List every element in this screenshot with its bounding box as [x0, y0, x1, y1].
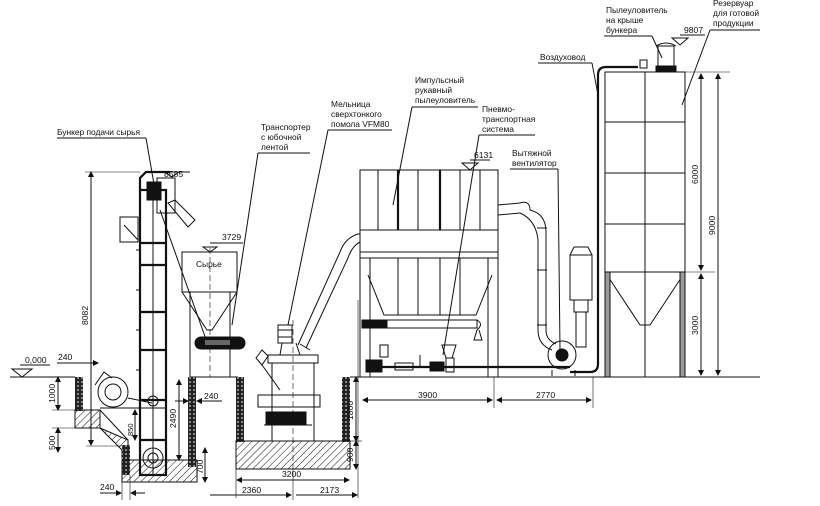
- label-fan-2: вентилятор: [512, 158, 557, 168]
- mill-slab-900: 900: [345, 447, 355, 462]
- label-air-duct: Воздуховод: [540, 52, 585, 62]
- silo-upper-height: 6000: [690, 165, 700, 184]
- elevator-pit: [74, 377, 198, 483]
- label-pneumo-2: транспортная: [482, 114, 535, 124]
- leader-line: [287, 129, 329, 326]
- bag-filter: [359, 169, 499, 377]
- elevator-height-value: 8082: [80, 306, 90, 325]
- label-feed-hopper: Бункер подачи сырья: [57, 127, 140, 137]
- offset-left: 2360: [242, 485, 261, 495]
- crusher: [94, 371, 165, 409]
- leader-line: [392, 106, 413, 206]
- air-duct: [570, 59, 648, 374]
- ground-level-label: 0,000: [25, 355, 47, 365]
- dim-elevator-height: [85, 171, 140, 447]
- offset-right: 2173: [320, 485, 339, 495]
- label-mill-3: помола VFM80: [331, 119, 390, 129]
- silo-top-elevation: 9807: [684, 25, 703, 35]
- raw-material-label: Сырье: [196, 259, 222, 269]
- level-marker-icon: [670, 37, 690, 46]
- filter-top-elevation: 6131: [474, 150, 493, 160]
- exhaust-fan: [547, 246, 593, 376]
- label-silo-1: Резервуар: [713, 0, 754, 8]
- pit-2490: 2490: [168, 409, 178, 428]
- filter-span: 3900: [418, 390, 437, 400]
- label-silo-3: продукции: [713, 18, 754, 28]
- product-silo: [604, 71, 686, 378]
- label-silo-2: для готовой: [713, 8, 759, 18]
- step-850: 850: [126, 423, 135, 436]
- leader-line: [681, 29, 711, 106]
- pneumatic-conveying-line: [365, 344, 570, 373]
- leader-line: [651, 35, 663, 59]
- level-marker-icon: [10, 368, 34, 378]
- label-roof-filter-3: бункера: [606, 25, 637, 35]
- label-conveyor-3: лентой: [261, 142, 289, 152]
- level-marker-icon: [460, 162, 480, 171]
- left-wall-dim: 240: [58, 352, 73, 362]
- label-bag-filter-3: пылеуловитель: [415, 95, 476, 105]
- leader-line: [145, 137, 156, 191]
- label-mill-1: Мельница: [331, 99, 371, 109]
- wall-240-bottom: 240: [100, 482, 115, 492]
- label-conveyor-2: с юбочной: [261, 132, 302, 142]
- label-bag-filter-2: рукавный: [415, 85, 452, 95]
- leader-line: [557, 168, 561, 351]
- slab-700: 700: [195, 459, 205, 474]
- level-marker-icon: [201, 246, 219, 253]
- silo-total-height: 9000: [707, 216, 717, 235]
- label-bag-filter-1: Импульсный: [415, 75, 464, 85]
- exhaust-duct: [497, 201, 557, 351]
- mill-vfm80: [255, 320, 321, 469]
- leader-line: [442, 134, 480, 356]
- roof-dust-collector: [655, 42, 677, 72]
- label-pneumo-1: Пневмо-: [482, 104, 515, 114]
- label-fan-1: Вытяжной: [512, 148, 552, 158]
- leader-line: [591, 62, 599, 96]
- label-conveyor-1: Транспортер: [261, 122, 311, 132]
- fan-span: 2770: [536, 390, 555, 400]
- elevator-top-elevation: 8585: [164, 169, 183, 179]
- mill-to-filter-duct: [297, 233, 361, 351]
- mill-pit-width: 3200: [282, 469, 301, 479]
- wall-240-mid: 240: [204, 391, 219, 401]
- mill-pit-1800: 1800: [345, 401, 355, 420]
- label-roof-filter-1: Пылеуловитель: [606, 5, 668, 15]
- silo-lower-height: 3000: [690, 316, 700, 335]
- level-marker-icon: [164, 171, 180, 178]
- label-pneumo-3: система: [482, 124, 514, 134]
- raw-material-hopper: [181, 248, 246, 377]
- hopper-top-elevation: 3729: [222, 232, 241, 242]
- leader-line: [231, 152, 259, 326]
- label-roof-filter-2: на крыше: [606, 15, 644, 25]
- bucket-elevator: [119, 170, 209, 477]
- label-mill-2: сверхтонкого: [331, 109, 382, 119]
- pit-depth-500: 500: [47, 435, 57, 450]
- pit-depth-1000: 1000: [47, 384, 57, 403]
